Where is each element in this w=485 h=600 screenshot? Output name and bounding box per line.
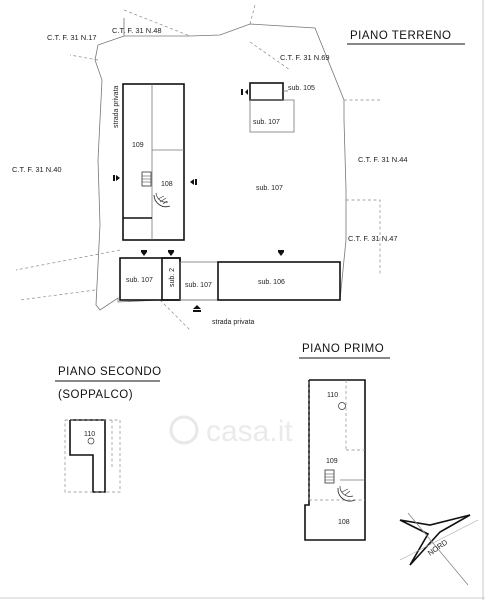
label-108: 108 bbox=[161, 181, 173, 188]
label-110-first: 110 bbox=[327, 392, 338, 399]
label-strada-privata-vertical: strada privata bbox=[113, 85, 120, 128]
building-109-108 bbox=[122, 83, 185, 241]
label-ctf-n69: C.T. F. 31 N.69 bbox=[280, 53, 330, 62]
north-compass: NORD bbox=[399, 512, 479, 586]
spiral-stair-icon bbox=[337, 485, 356, 502]
unit-sub-107-top bbox=[249, 99, 295, 133]
mezzanine-outline bbox=[64, 419, 121, 493]
unit-sub-105 bbox=[249, 82, 284, 101]
label-ctf-n40: C.T. F. 31 N.40 bbox=[12, 165, 62, 174]
label-ctf-n48: C.T. F. 31 N.48 bbox=[112, 26, 162, 35]
label-sub-107-center: sub. 107 bbox=[256, 185, 283, 192]
entrance-arrow-icons bbox=[113, 89, 284, 312]
spiral-stair-icon bbox=[153, 192, 171, 208]
first-floor-outline bbox=[304, 379, 366, 541]
adjacent-boundaries bbox=[15, 4, 381, 331]
label-ctf-n17: C.T. F. 31 N.17 bbox=[47, 33, 97, 42]
label-sub-107-top: sub. 107 bbox=[253, 119, 280, 126]
label-ctf-n47: C.T. F. 31 N.47 bbox=[348, 234, 398, 243]
watermark-text: casa.it bbox=[206, 415, 293, 448]
label-sub-105: sub. 105 bbox=[288, 85, 315, 92]
label-strada-privata-bottom: strada privata bbox=[212, 319, 255, 326]
unit-sub-106 bbox=[217, 261, 341, 301]
heading-soppalco: (SOPPALCO) bbox=[58, 389, 133, 401]
heading-piano-primo: PIANO PRIMO bbox=[302, 343, 384, 355]
unit-sub-107-bottom-mid bbox=[179, 261, 219, 301]
label-ctf-n44: C.T. F. 31 N.44 bbox=[358, 155, 408, 164]
label-108-first: 108 bbox=[338, 519, 350, 526]
ground-floor-plan: PIANO TERRENO C.T. F. 31 N.17 C.T. F. 31… bbox=[12, 4, 465, 331]
mezzanine-floor-plan: PIANO SECONDO (SOPPALCO) 110 bbox=[55, 366, 162, 493]
label-110-mezzanine: 110 bbox=[84, 431, 95, 438]
label-sub-106: sub. 106 bbox=[258, 279, 285, 286]
label-109: 109 bbox=[132, 142, 144, 149]
first-floor-plan: PIANO PRIMO 110 109 108 bbox=[299, 343, 390, 541]
staircase-icon bbox=[141, 171, 152, 187]
label-sub-107-bottom-left: sub. 107 bbox=[126, 277, 153, 284]
watermark: casa.it bbox=[169, 415, 293, 448]
staircase-icon bbox=[324, 469, 335, 484]
heading-piano-secondo: PIANO SECONDO bbox=[58, 366, 162, 378]
label-sub-107-bottom-mid: sub. 107 bbox=[185, 282, 212, 289]
label-109-first: 109 bbox=[326, 458, 338, 465]
heading-piano-terreno: PIANO TERRENO bbox=[350, 30, 452, 42]
label-sub-2: sub. 2 bbox=[169, 268, 176, 287]
